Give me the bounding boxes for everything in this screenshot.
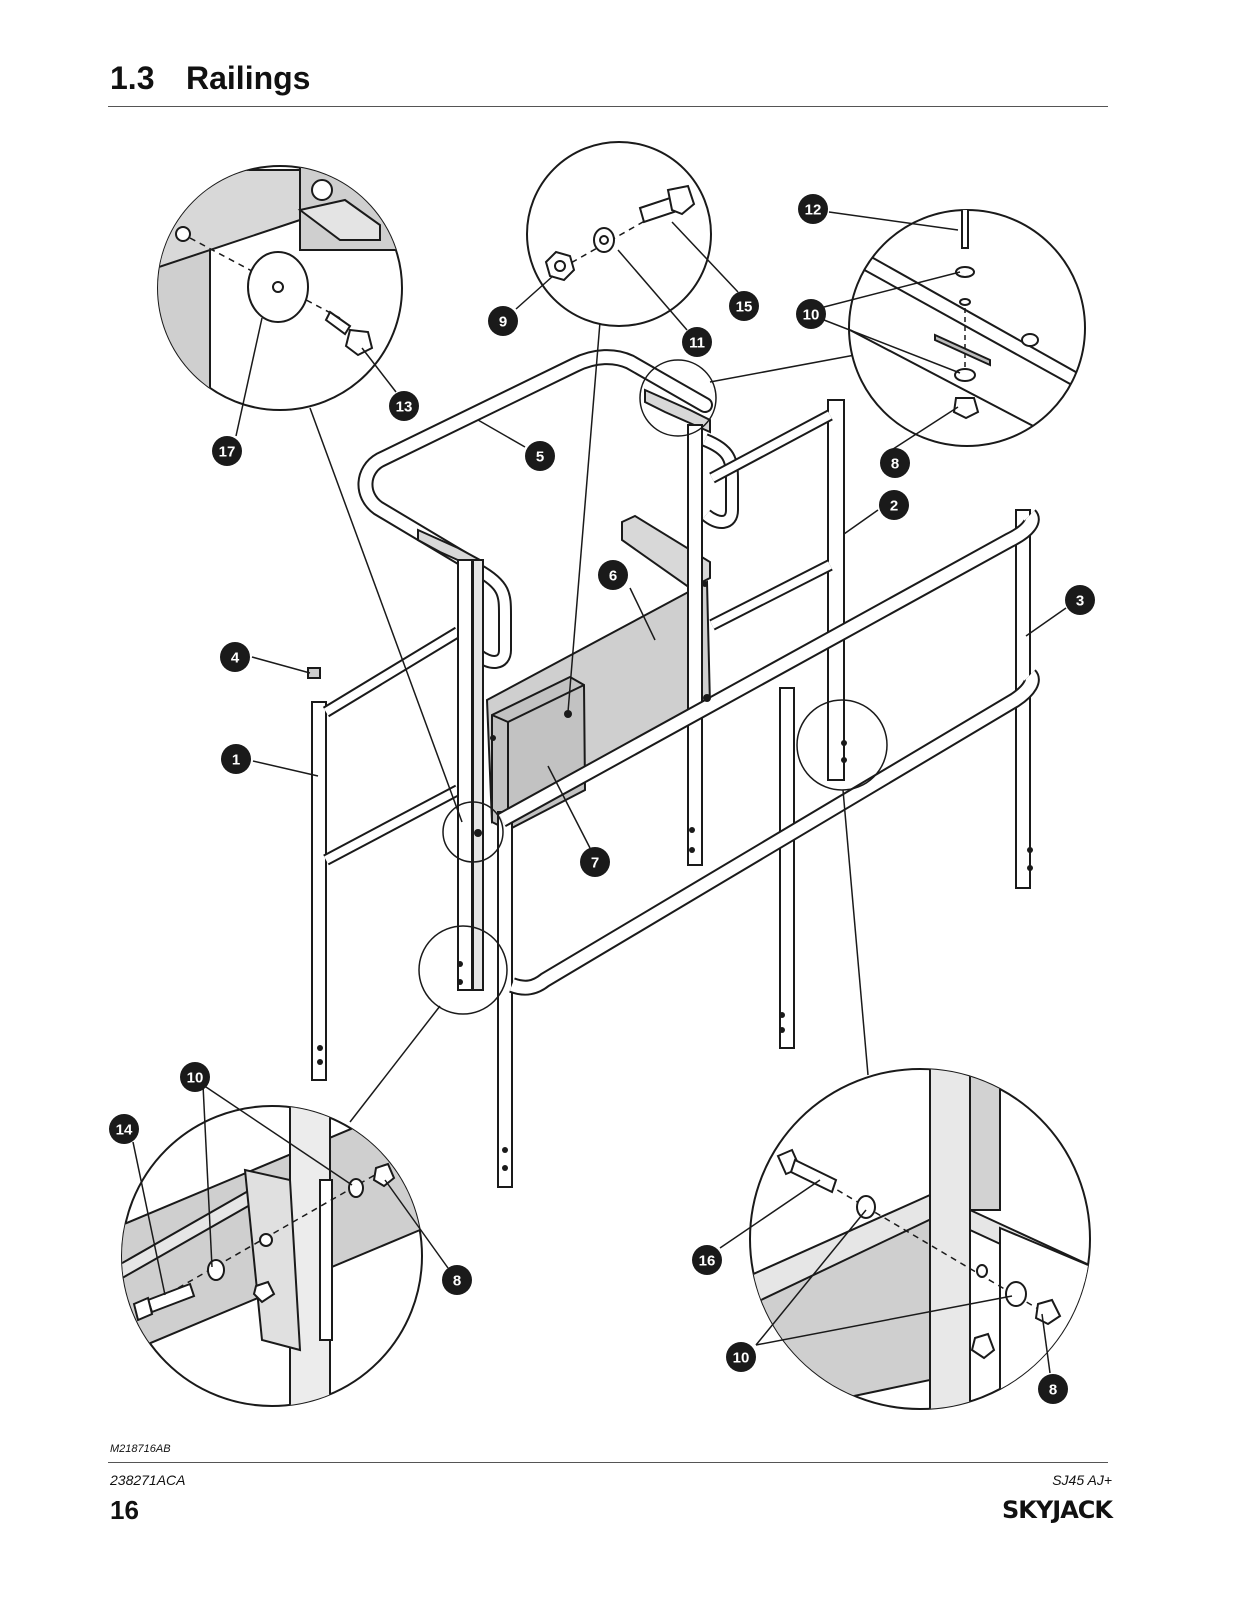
- section-title: Railings: [186, 60, 311, 96]
- callout-4: 4: [220, 642, 250, 672]
- callout-10b: 10: [180, 1062, 210, 1092]
- post-2: [827, 399, 845, 781]
- callout-17: 17: [212, 436, 242, 466]
- callout-8b: 8: [442, 1265, 472, 1295]
- callout-3: 3: [1065, 585, 1095, 615]
- callout-11: 11: [682, 327, 712, 357]
- model-name: SJ45 AJ+: [1052, 1472, 1112, 1488]
- callout-badges: 1 2 3 4 5 6 7 8 9 10 11 12 13 14 15 16 1…: [109, 194, 1095, 1404]
- svg-text:10: 10: [187, 1070, 204, 1087]
- svg-text:15: 15: [736, 299, 753, 316]
- svg-text:13: 13: [396, 399, 413, 416]
- header-rule: [108, 106, 1108, 107]
- callout-8a: 8: [880, 448, 910, 478]
- callout-14: 14: [109, 1114, 139, 1144]
- section-heading: 1.3 Railings: [110, 60, 310, 97]
- callout-10a: 10: [796, 299, 826, 329]
- svg-text:14: 14: [116, 1122, 133, 1139]
- svg-text:8: 8: [891, 456, 899, 473]
- detail-view-top-right: [848, 209, 1086, 447]
- page-number: 16: [110, 1495, 139, 1525]
- callout-12: 12: [798, 194, 828, 224]
- callout-7: 7: [580, 847, 610, 877]
- callout-13: 13: [389, 391, 419, 421]
- svg-text:16: 16: [699, 1253, 716, 1270]
- callout-9: 9: [488, 306, 518, 336]
- svg-text:4: 4: [231, 650, 240, 667]
- detail-view-bottom-right: [749, 1068, 1091, 1410]
- callout-2: 2: [879, 490, 909, 520]
- callout-6: 6: [598, 560, 628, 590]
- svg-text:1: 1: [232, 752, 240, 769]
- figure-id: M218716AB: [110, 1443, 171, 1455]
- svg-text:5: 5: [536, 449, 544, 466]
- svg-text:10: 10: [803, 307, 820, 324]
- svg-text:7: 7: [591, 855, 599, 872]
- footer-rule: [108, 1462, 1108, 1463]
- svg-text:10: 10: [733, 1350, 750, 1367]
- svg-text:8: 8: [1049, 1382, 1057, 1399]
- detail-leaders: [309, 321, 869, 1123]
- svg-text:8: 8: [453, 1273, 461, 1290]
- callout-leaders: [132, 211, 1067, 1374]
- callout-15: 15: [729, 291, 759, 321]
- svg-text:17: 17: [219, 444, 236, 461]
- callout-5: 5: [525, 441, 555, 471]
- doc-number: 238271ACA: [110, 1472, 186, 1488]
- svg-text:3: 3: [1076, 593, 1084, 610]
- detail-view-top-middle: [526, 141, 712, 327]
- section-number: 1.3: [110, 60, 155, 96]
- callout-16: 16: [692, 1245, 722, 1275]
- callout-10c: 10: [726, 1342, 756, 1372]
- post-1: [311, 701, 327, 1081]
- brand-logo: SKYJACK: [1002, 1496, 1113, 1524]
- svg-text:11: 11: [689, 335, 705, 352]
- svg-text:12: 12: [805, 202, 822, 219]
- main-assembly: [307, 349, 1040, 1188]
- detail-view-top-left: [157, 165, 403, 411]
- callout-8c: 8: [1038, 1374, 1068, 1404]
- detail-view-bottom-left: [121, 1105, 423, 1407]
- svg-text:9: 9: [499, 314, 507, 331]
- svg-text:6: 6: [609, 568, 617, 585]
- svg-text:2: 2: [890, 498, 898, 515]
- callout-1: 1: [221, 744, 251, 774]
- detail-markers: [418, 359, 888, 1015]
